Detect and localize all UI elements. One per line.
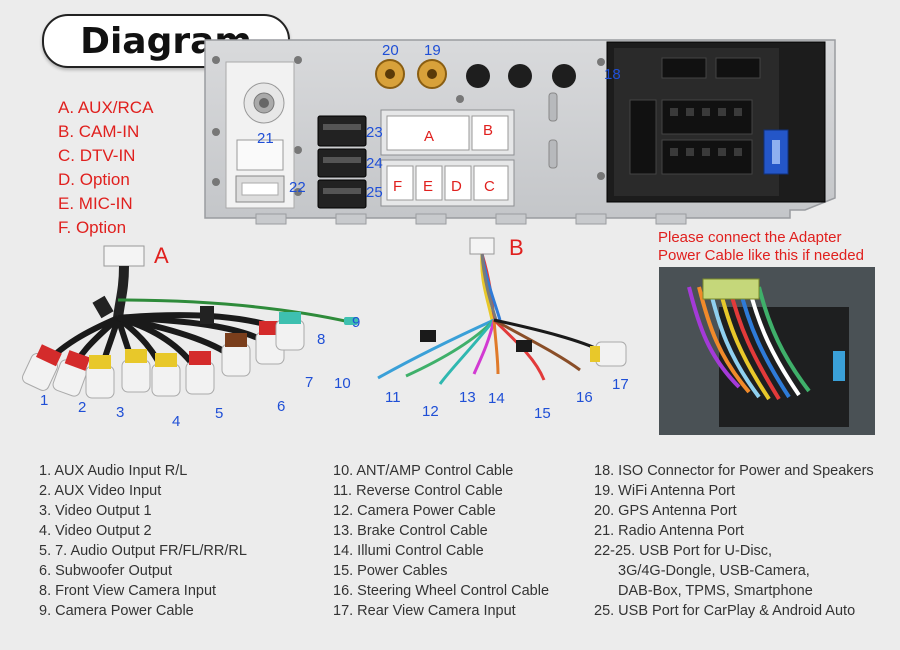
legend-item: 5. 7. Audio Output FR/FL/RR/RL <box>39 543 247 559</box>
legend-item: 18. ISO Connector for Power and Speakers <box>594 463 874 479</box>
label-20: 20 <box>382 42 399 59</box>
label-23: 23 <box>366 124 383 141</box>
wire-number-14: 14 <box>488 390 505 407</box>
legend-item: 1. AUX Audio Input R/L <box>39 463 188 479</box>
legend-item: DAB-Box, TPMS, Smartphone <box>618 583 813 599</box>
legend-item: 13. Brake Control Cable <box>333 523 488 539</box>
connector-a-label: A <box>424 128 435 145</box>
wire-number-3: 3 <box>116 404 125 421</box>
wire-number-5: 5 <box>215 405 224 422</box>
label-18: 18 <box>604 66 621 83</box>
label-19: 19 <box>424 42 441 59</box>
legend-column-1: 1. AUX Audio Input R/L 2. AUX Video Inpu… <box>39 461 247 621</box>
port-item: C. DTV-IN <box>58 146 136 165</box>
connector-f-label: F <box>393 178 403 195</box>
legend-item: 2. AUX Video Input <box>39 483 162 499</box>
wire-number-9: 9 <box>352 314 361 331</box>
legend-item: 4. Video Output 2 <box>39 523 152 539</box>
legend-item: 3. Video Output 1 <box>39 503 152 519</box>
harness-a <box>22 245 358 399</box>
legend-item: 3G/4G-Dongle, USB-Camera, <box>618 563 810 579</box>
wire-number-17: 17 <box>612 376 629 393</box>
port-item: E. MIC-IN <box>58 194 133 213</box>
legend-item: 15. Power Cables <box>333 563 448 579</box>
adapter-note: Please connect the Adapter Power Cable l… <box>658 229 888 265</box>
legend-item: 20. GPS Antenna Port <box>594 503 737 519</box>
legend-item: 11. Reverse Control Cable <box>333 483 503 499</box>
legend-item: 17. Rear View Camera Input <box>333 603 516 619</box>
adapter-photo-frame <box>659 267 875 435</box>
wire-number-15: 15 <box>534 405 551 422</box>
label-22: 22 <box>289 179 306 196</box>
wire-number-10: 10 <box>334 375 351 392</box>
port-item: D. Option <box>58 170 130 189</box>
harness-b <box>377 237 627 385</box>
wire-number-4: 4 <box>172 413 181 430</box>
port-item: B. CAM-IN <box>58 122 140 141</box>
wire-number-7: 7 <box>305 374 314 391</box>
legend-item: 21. Radio Antenna Port <box>594 523 744 539</box>
connector-e-label: E <box>423 178 434 195</box>
port-list: A. AUX/RCA B. CAM-IN C. DTV-IN D. Option… <box>58 96 153 240</box>
adapter-note-line: Power Cable like this if needed <box>658 247 864 264</box>
label-21: 21 <box>257 130 274 147</box>
legend-item: 19. WiFi Antenna Port <box>594 483 736 499</box>
adapter-note-line: Please connect the Adapter <box>658 229 842 246</box>
legend-item: 22-25. USB Port for U-Disc, <box>594 543 773 559</box>
wire-number-13: 13 <box>459 389 476 406</box>
harness-b-label: B <box>509 235 524 260</box>
legend-item: 10. ANT/AMP Control Cable <box>333 463 514 479</box>
connector-d-label: D <box>451 178 462 195</box>
legend-item: 8. Front View Camera Input <box>39 583 217 599</box>
wire-number-16: 16 <box>576 389 593 406</box>
legend-column-2: 10. ANT/AMP Control Cable 11. Reverse Co… <box>333 461 549 621</box>
port-item: F. Option <box>58 218 127 237</box>
wire-number-8: 8 <box>317 331 326 348</box>
legend-item: 12. Camera Power Cable <box>333 503 496 519</box>
connector-c-label: C <box>484 178 495 195</box>
harness-a-label: A <box>154 243 169 268</box>
wire-number-2: 2 <box>78 399 87 416</box>
connector-b-label: B <box>483 122 494 139</box>
label-25: 25 <box>366 184 383 201</box>
wire-number-6: 6 <box>277 398 286 415</box>
wire-number-12: 12 <box>422 403 439 420</box>
legend-item: 14. Illumi Control Cable <box>333 543 484 559</box>
legend-item: 9. Camera Power Cable <box>39 603 194 619</box>
wire-number-11: 11 <box>385 389 401 406</box>
label-24: 24 <box>366 155 383 172</box>
legend-item: 6. Subwoofer Output <box>39 563 172 579</box>
legend-column-3: 18. ISO Connector for Power and Speakers… <box>594 461 874 621</box>
adapter-photo <box>659 267 875 435</box>
legend-item: 16. Steering Wheel Control Cable <box>333 583 550 599</box>
legend-item: 25. USB Port for CarPlay & Android Auto <box>594 603 856 619</box>
port-item: A. AUX/RCA <box>58 98 154 117</box>
wire-number-1: 1 <box>40 392 49 409</box>
